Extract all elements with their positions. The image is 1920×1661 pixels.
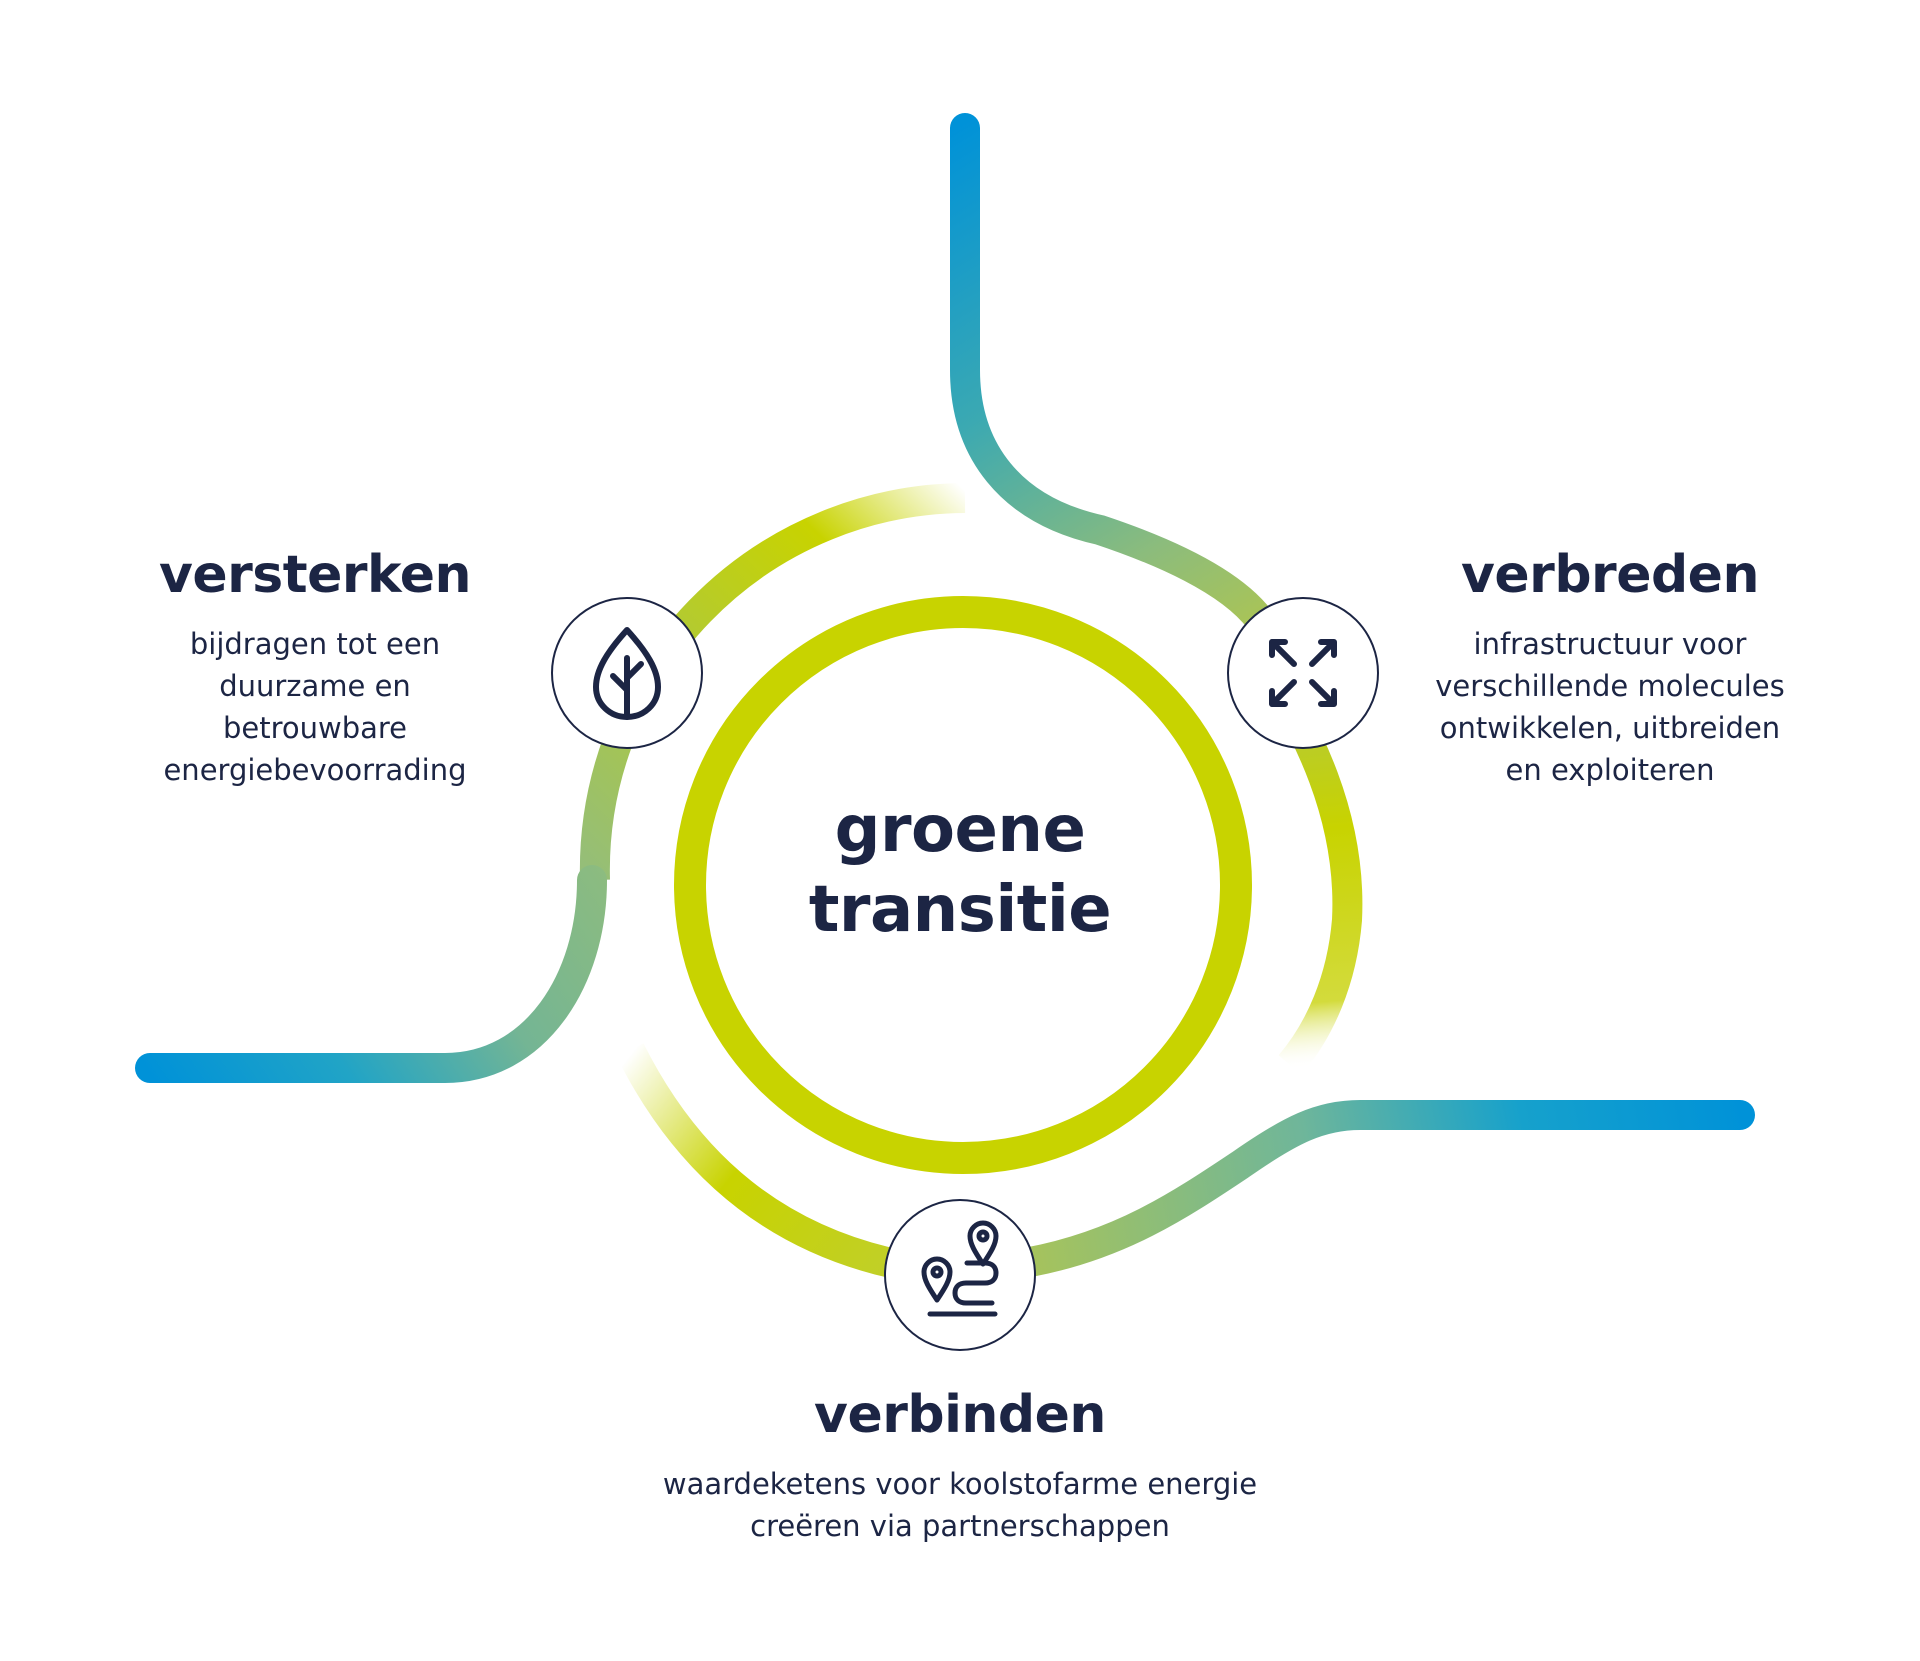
text-line: creëren via partnerschappen [750,1509,1170,1543]
block-versterken: versterken bijdragen tot een duurzame en… [130,545,500,791]
node-versterken [551,597,703,749]
text-line: bijdragen tot een [189,627,441,661]
text-line: en exploiteren [1505,753,1715,787]
text-line: infrastructuur voor [1473,627,1747,661]
text-line: verschillende molecules [1435,669,1785,703]
path-bottom-left [616,1043,904,1280]
expand-arrows-icon [1269,639,1337,707]
text-line: ontwikkelen, uitbreiden [1439,711,1781,745]
block-title: versterken [158,545,472,605]
node-verbinden [884,1199,1036,1351]
text-line: betrouwbare [222,711,408,745]
path-top-left [579,483,966,881]
node-circle [884,1199,1036,1351]
block-verbreden: verbreden infrastructuur voor verschille… [1400,545,1820,791]
center-title-line2: transitie [808,873,1112,947]
center-title-line1: groene [834,793,1086,867]
path-left [135,865,607,1083]
text-line: waardeketens voor koolstofarme energie [662,1467,1258,1501]
text-line: duurzame en [219,669,411,703]
path-bottom-right [1015,1100,1755,1277]
route-pins-icon [921,1220,999,1317]
block-text: bijdragen tot een duurzame en betrouwbar… [130,623,500,791]
block-text: waardeketens voor koolstofarme energie c… [610,1463,1310,1547]
center-title: groene transitie [760,790,1160,950]
text-line: energiebevoorrading [163,753,467,787]
inner-ring [674,596,1252,1174]
node-verbreden [1227,597,1379,749]
block-title: verbreden [1461,545,1759,605]
block-verbinden: verbinden waardeketens voor koolstofarme… [610,1385,1310,1547]
block-title: verbinden [814,1385,1106,1445]
block-text: infrastructuur voor verschillende molecu… [1400,623,1820,791]
path-top [950,113,1275,635]
node-circle [1227,597,1379,749]
leaf-icon [593,627,661,720]
